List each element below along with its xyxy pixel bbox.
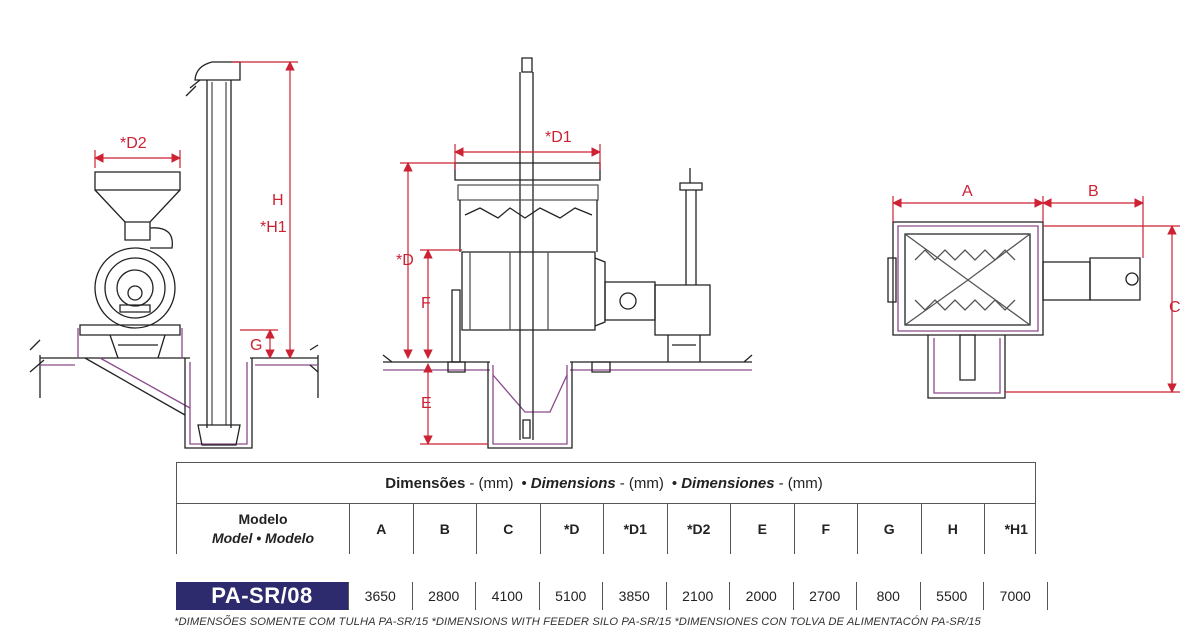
header-col-d: *D <box>539 504 604 554</box>
table-title: Dimensões - (mm) • Dimensions - (mm) • D… <box>176 462 1036 504</box>
dimensions-table: Dimensões - (mm) • Dimensions - (mm) • D… <box>176 462 1048 610</box>
center-front-view <box>382 57 753 449</box>
header-col-f: F <box>793 504 858 554</box>
dimension-label-f: F <box>421 295 431 312</box>
value-d1: 3850 <box>602 582 666 610</box>
dimension-label-e: E <box>421 395 432 412</box>
right-top-view <box>887 221 1141 399</box>
header-col-a: A <box>349 504 413 554</box>
header-col-d1: *D1 <box>603 504 667 554</box>
value-h: 5500 <box>919 582 984 610</box>
technical-drawing: *D2 H *H1 G <box>29 57 1181 449</box>
dimension-label-g: G <box>250 337 262 354</box>
left-dimensions <box>94 61 298 359</box>
header-col-c: C <box>476 504 540 554</box>
title-pt-unit: - (mm) <box>469 474 514 492</box>
title-pt: Dimensões <box>385 474 466 492</box>
header-col-b: B <box>412 504 477 554</box>
header-col-h: H <box>920 504 985 554</box>
header-col-g: G <box>857 504 921 554</box>
header-model-line1: Modelo <box>238 511 288 527</box>
dimension-label-d2: *D2 <box>120 135 147 152</box>
title-en: Dimensions <box>530 474 616 492</box>
table-header-row: Modelo Model • Modelo A B C *D *D1 *D2 E… <box>176 504 1036 554</box>
value-e: 2000 <box>729 582 793 610</box>
dimension-label-h1: *H1 <box>260 219 287 236</box>
value-d: 5100 <box>538 582 603 610</box>
title-separator-2: • <box>671 474 678 492</box>
title-es-unit: - (mm) <box>778 474 823 492</box>
value-c: 4100 <box>475 582 539 610</box>
center-dimensions <box>400 144 601 445</box>
header-col-h1: *H1 <box>984 504 1048 554</box>
dimension-label-d: *D <box>396 252 414 269</box>
table-row: PA-SR/08 3650 2800 4100 5100 3850 2100 2… <box>176 582 1048 610</box>
model-badge: PA-SR/08 <box>176 582 348 610</box>
title-en-unit: - (mm) <box>619 474 664 492</box>
value-a: 3650 <box>348 582 412 610</box>
value-d2: 2100 <box>665 582 730 610</box>
left-side-view <box>29 61 319 449</box>
dimension-label-d1: *D1 <box>545 129 572 146</box>
dimension-label-b: B <box>1088 183 1099 200</box>
header-model: Modelo Model • Modelo <box>177 504 349 554</box>
dimension-label-a: A <box>962 183 973 200</box>
title-es: Dimensiones <box>681 474 775 492</box>
title-separator-1: • <box>521 474 527 492</box>
dimension-label-c: C <box>1169 299 1181 316</box>
value-b: 2800 <box>411 582 476 610</box>
header-model-line2: Model • Modelo <box>211 530 315 546</box>
right-dimensions <box>892 196 1180 393</box>
footnote: *DIMENSÕES SOMENTE COM TULHA PA-SR/15 *D… <box>174 616 981 628</box>
value-h1: 7000 <box>983 582 1048 610</box>
header-col-e: E <box>730 504 794 554</box>
header-col-d2: *D2 <box>666 504 731 554</box>
value-g: 800 <box>856 582 920 610</box>
dimension-label-h: H <box>272 192 284 209</box>
value-f: 2700 <box>792 582 857 610</box>
